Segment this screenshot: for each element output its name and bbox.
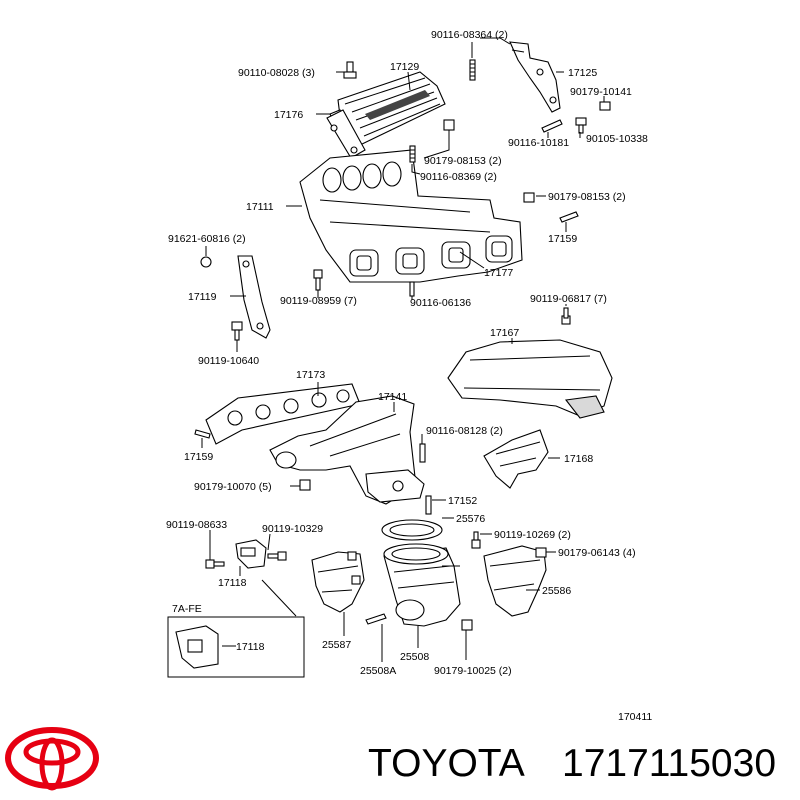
label-17125: 17125 [568,67,597,79]
label-90119-10329: 90119-10329 [262,523,323,535]
label-91621-60816: 91621-60816 (2) [168,233,246,245]
label-90179-06143: 90179-06143 (4) [558,547,636,559]
label-90116-08364: 90116-08364 (2) [431,29,508,41]
manifold-gasket-17173 [205,383,361,445]
part-drawings [5,37,613,791]
label-17159-top: 17159 [548,233,577,245]
label-90116-08128: 90116-08128 (2) [426,425,503,437]
label-17129: 17129 [390,61,419,73]
label-90119-10640: 90119-10640 [198,355,259,367]
bracket-17125 [509,41,561,113]
toyota-logo [5,727,99,791]
heat-insulator-17167 [447,339,613,419]
part-number: 1717115030 [562,742,776,785]
heat-insulator-17168 [483,429,549,489]
label-17168: 17168 [564,453,593,465]
leader-lines [201,37,605,662]
label-90179-08153-right: 90179-08153 (2) [548,191,626,203]
heat-insulator-25587 [311,551,365,613]
front-pipe-25508 [383,543,461,627]
label-17167: 17167 [490,327,519,339]
label-90116-08369: 90116-08369 (2) [420,171,497,183]
label-90179-10025: 90179-10025 (2) [434,665,512,677]
label-17111: 17111 [246,201,274,213]
label-90110-08028: 90110-08028 (3) [238,67,315,79]
label-90119-08633: 90119-08633 [166,519,227,531]
intake-manifold-17111 [299,149,523,283]
label-90179-10070: 90179-10070 (5) [194,481,272,493]
label-90179-10141: 90179-10141 [570,86,632,98]
label-25586: 25586 [542,585,571,597]
label-17118: 17118 [218,577,247,589]
label-17152: 17152 [448,495,477,507]
inset-part-label: 17118 [236,641,265,653]
heat-insulator-25586 [483,545,547,617]
brand-name: TOYOTA [368,742,525,785]
exhaust-manifold-17141 [269,395,425,505]
inset-title: 7A-FE [172,603,202,615]
inset-box-7a-fe [167,616,305,678]
gasket-25576 [381,519,443,541]
diagram-id: 170411 [618,711,652,723]
label-25576: 25576 [456,513,485,525]
gasket-17176 [326,109,366,159]
label-17141: 17141 [378,391,407,403]
stay-17118 [235,539,267,569]
bracket-17119 [237,255,271,339]
label-90105-10338: 90105-10338 [586,133,648,145]
part-labels: 90116-08364 (2) 90110-08028 (3) 17129 17… [166,29,652,723]
label-90116-06136: 90116-06136 [410,297,471,309]
label-17173: 17173 [296,369,325,381]
label-25508A: 25508A [360,665,396,677]
label-90179-08153-top: 90179-08153 (2) [424,155,502,167]
label-17176: 17176 [274,109,303,121]
label-90119-10269: 90119-10269 (2) [494,529,571,541]
label-25587: 25587 [322,639,351,651]
label-17119: 17119 [188,291,217,303]
fasteners [194,59,611,631]
label-90116-10181: 90116-10181 [508,137,569,149]
label-17177: 17177 [484,267,513,279]
label-90119-06817: 90119-06817 (7) [530,293,607,305]
label-90119-08959: 90119-08959 (7) [280,295,357,307]
label-25508: 25508 [400,651,429,663]
label-17159-left: 17159 [184,451,213,463]
brand-footer: TOYOTA 1717115030 [368,742,776,785]
